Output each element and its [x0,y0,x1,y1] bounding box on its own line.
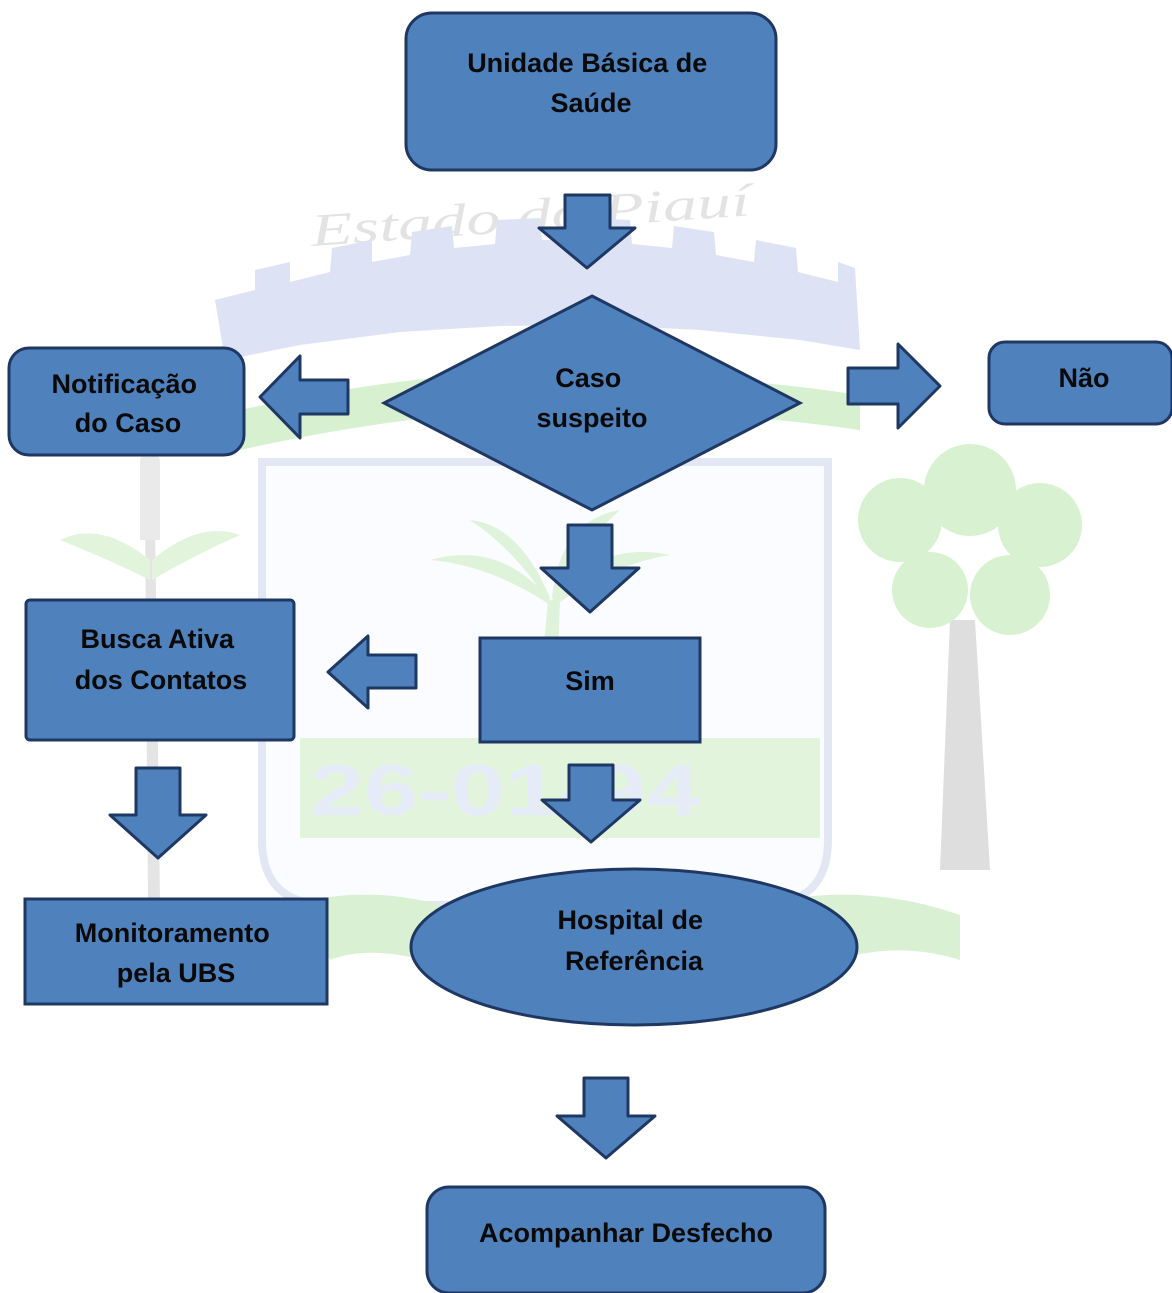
node-caso-suspeito [380,294,804,512]
node-nao [987,340,1172,426]
node-acompanhar-label: Acompanhar Desfecho [479,1218,773,1248]
node-sim-label-line: Sim [565,666,615,696]
node-busca-ativa-label: Busca Ativa dos Contatos [75,624,248,695]
node-ubs-label-line: Saúde [550,88,631,118]
arrow-down-icon [540,763,642,844]
flow-arrows [108,193,942,1160]
node-busca-ativa-label-line: dos Contatos [75,665,248,695]
node-caso-suspeito-label-line: Caso [555,363,621,393]
node-hospital-label-line: Hospital de [557,905,703,935]
node-ubs-label-line: Unidade Básica de [467,48,707,78]
arrow-down-icon [537,193,637,270]
node-monitoramento-label-line: Monitoramento [75,918,270,948]
node-ubs [404,11,778,172]
watermark-right-tree-icon [858,444,1082,870]
node-notificacao-label-line: do Caso [75,408,182,438]
node-hospital [409,867,859,1027]
node-monitoramento-label: Monitoramento pela UBS [75,918,278,988]
node-hospital-label-line: Referência [565,946,704,976]
node-ubs-label: Unidade Básica de Saúde [467,48,715,118]
node-acompanhar-label-line: Acompanhar Desfecho [479,1218,773,1248]
arrow-right-icon [846,342,942,430]
node-caso-suspeito-label: Caso suspeito [536,363,647,433]
arrow-down-icon [108,766,208,860]
node-notificacao-label: Notificação do Caso [51,369,204,438]
node-sim [478,636,702,744]
node-busca-ativa [24,598,296,742]
watermark-crown-icon [215,218,860,360]
node-nao-label: Não [1058,363,1109,393]
arrow-left-icon [258,354,350,440]
arrow-down-icon [539,523,641,614]
node-caso-suspeito-label-line: suspeito [536,403,647,433]
arrow-left-icon [326,634,418,710]
node-sim-label: Sim [565,666,615,696]
node-busca-ativa-label-line: Busca Ativa [80,624,235,654]
node-notificacao-label-line: Notificação [51,369,197,399]
node-monitoramento-label-line: pela UBS [117,958,236,988]
watermark-green-band [300,738,820,838]
arrow-down-icon [555,1076,657,1160]
node-nao-label-line: Não [1058,363,1109,393]
flow-nodes [7,11,1172,1293]
node-monitoramento [23,897,329,1006]
node-labels: Unidade Básica de Saúde Caso suspeito No… [51,48,1109,1248]
node-notificacao [7,346,246,457]
node-hospital-label: Hospital de Referência [557,905,710,976]
watermark-year: 26-01-94 [310,751,700,831]
node-acompanhar [425,1185,827,1293]
